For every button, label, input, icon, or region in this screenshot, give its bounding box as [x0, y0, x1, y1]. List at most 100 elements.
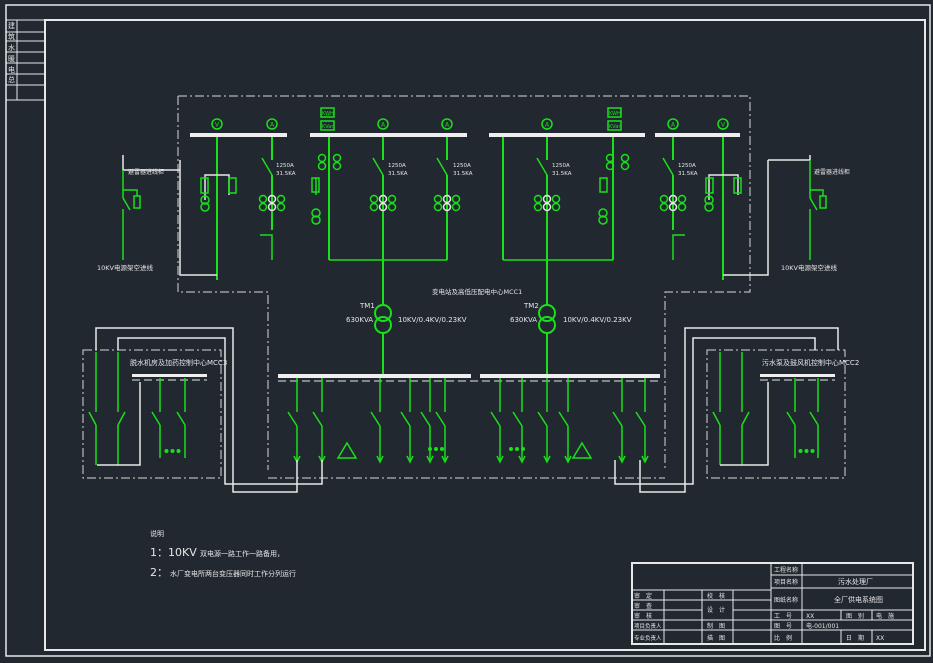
svg-text:1250A: 1250A [552, 163, 570, 169]
mcc1-boundary [178, 95, 751, 293]
svg-text:A: A [270, 122, 275, 129]
strip-cell: 暖 [8, 55, 15, 63]
lv-tie-lines [95, 327, 839, 493]
note-1-big: 10KV [168, 546, 197, 559]
lv-feeder [400, 378, 414, 464]
svg-text:31.5KA: 31.5KA [678, 171, 698, 177]
lv-feeder [435, 378, 449, 464]
strip-cell: 建 [8, 21, 15, 30]
svg-text:专业负责人: 专业负责人 [634, 634, 662, 642]
svg-text:KVar: KVar [322, 124, 334, 130]
lv-feeder [287, 378, 301, 464]
svg-text:KWH: KWH [609, 111, 621, 117]
note-2-text: 水厂变电所两台变压器同时工作分列运行 [170, 569, 296, 578]
tm1-capacity: 630KVA [346, 316, 373, 324]
inner-frame [44, 19, 926, 651]
lv-feeder [420, 378, 434, 464]
transformer-tm2 [538, 300, 556, 375]
right-incoming-label: 10KV电源架空进线 [781, 263, 837, 272]
svg-text:审 查: 审 查 [634, 602, 652, 610]
svg-text:A: A [545, 122, 550, 129]
pt-branches [200, 174, 742, 225]
svg-text:A: A [445, 122, 450, 129]
svg-text:审 定: 审 定 [634, 592, 652, 600]
capacitor-icon [571, 441, 593, 459]
svg-text:KWH: KWH [322, 111, 334, 117]
svg-text:比 例: 比 例 [774, 634, 792, 642]
svg-text:A: A [671, 122, 676, 129]
outer-frame [5, 4, 931, 657]
mcc3-boundary [82, 349, 222, 479]
meter-a-icon: A [667, 118, 679, 130]
svg-text:电-001/001: 电-001/001 [806, 622, 839, 630]
svg-text:XX: XX [806, 613, 814, 620]
mcc2-boundary [706, 349, 846, 479]
right-arrester-label: 避雷器进线柜 [814, 168, 850, 176]
svg-text:V: V [721, 122, 726, 129]
lv-feeder [370, 378, 384, 464]
tm2-capacity: 630KVA [510, 316, 537, 324]
lv-feeder [558, 378, 572, 464]
lv-busbars [132, 374, 835, 382]
project-label: 工程名称 [774, 566, 798, 574]
ct-ratings: 1250A 31.5KA 1250A 31.5KA 1250A 31.5KA 1… [276, 163, 698, 177]
lv-feeders [88, 352, 819, 465]
strip-cell: 筑 [8, 32, 15, 41]
svg-text:1250A: 1250A [453, 163, 471, 169]
svg-text:设 计: 设 计 [707, 606, 725, 614]
svg-text:制 图: 制 图 [707, 622, 725, 630]
hv-busbars [190, 133, 740, 137]
meter-v-icon: V [717, 118, 729, 130]
item-value: 污水处理厂 [838, 577, 873, 586]
svg-text:A: A [381, 122, 386, 129]
svg-text:校 核: 校 核 [707, 592, 725, 600]
svg-text:工 号: 工 号 [774, 613, 792, 620]
incoming-left [122, 170, 141, 260]
meter-a-icon: A [541, 118, 553, 130]
mcc1-label: 变电站及高低压配电中心MCC1 [432, 287, 522, 296]
svg-text:1250A: 1250A [678, 163, 696, 169]
svg-text:V: V [215, 122, 220, 129]
transformer-tm1 [374, 300, 392, 375]
side-strip: 建 筑 水 暖 电 总 [5, 19, 46, 101]
mcc2-label: 污水泵及鼓风机控制中心MCC2 [762, 358, 859, 367]
lv-feeder [512, 378, 526, 464]
strip-cell: 水 [8, 43, 15, 52]
note-1-num: 1： [150, 546, 168, 559]
meter-v-icon: V [211, 118, 223, 130]
svg-text:描 图: 描 图 [707, 634, 725, 642]
tm2-name: TM2 [523, 302, 539, 310]
hv-breakers [261, 157, 674, 176]
svg-text:图 号: 图 号 [774, 623, 792, 630]
lv-feeder [612, 378, 626, 464]
svg-text:31.5KA: 31.5KA [276, 171, 296, 177]
incoming-right [809, 160, 827, 260]
svg-text:日 期: 日 期 [846, 634, 864, 642]
svg-text:31.5KA: 31.5KA [552, 171, 572, 177]
svg-text:电 施: 电 施 [876, 612, 894, 620]
kwh-meter-2: KWH KVar [607, 107, 622, 131]
lv-feeder [490, 378, 504, 464]
meter-a-icon: A [441, 118, 453, 130]
tm1-name: TM1 [359, 302, 375, 310]
left-incoming-label: 10KV电源架空进线 [97, 263, 153, 272]
current-transformers [258, 153, 687, 212]
notes-title: 说明 [150, 529, 164, 538]
item-label: 项目名称 [774, 578, 798, 586]
svg-text:31.5KA: 31.5KA [388, 171, 408, 177]
meter-a-icon: A [266, 118, 278, 130]
note-2-num: 2： [150, 566, 168, 579]
drawing-value: 全厂供电系统图 [834, 595, 883, 604]
note-1-text: 双电源一路工作一路备用， [200, 549, 284, 558]
svg-text:XX: XX [876, 635, 884, 642]
tm2-ratio: 10KV/0.4KV/0.23KV [563, 316, 632, 324]
svg-text:审 核: 审 核 [634, 612, 652, 620]
svg-text:项目负责人: 项目负责人 [634, 622, 662, 630]
hv-feeders [216, 137, 724, 300]
svg-text:1250A: 1250A [276, 163, 294, 169]
svg-text:31.5KA: 31.5KA [453, 171, 473, 177]
lv-feeder [635, 378, 649, 464]
title-block: 工程名称 项目名称 污水处理厂 图纸名称 全厂供电系统图 审 定 审 查 审 核… [631, 562, 914, 645]
